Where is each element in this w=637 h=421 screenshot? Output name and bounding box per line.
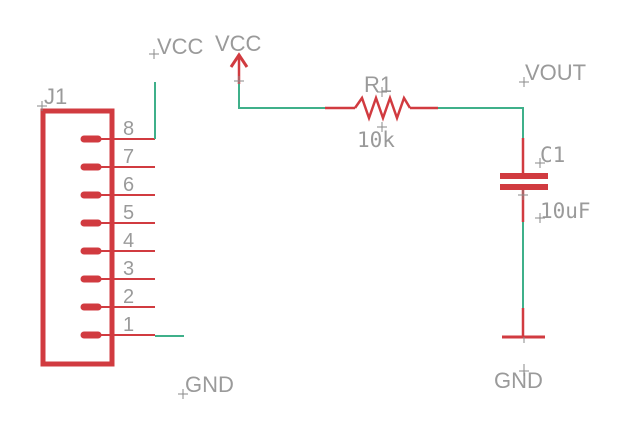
capacitor-c1[interactable]: C1 10uF xyxy=(500,138,591,223)
resistor-name-label: R1 xyxy=(364,72,392,97)
capacitor-plate-bottom xyxy=(500,184,548,190)
gnd-supply-symbol[interactable]: GND xyxy=(494,308,545,393)
pin-number-label: 7 xyxy=(123,146,134,168)
pin-number-label: 6 xyxy=(123,174,134,196)
vcc-supply-symbol[interactable]: VCC xyxy=(215,31,262,86)
gnd-net-label-origin xyxy=(178,389,188,399)
vout-label-origin xyxy=(519,77,529,87)
gnd-net-label: GND xyxy=(185,372,234,397)
wire-vcc-r1[interactable] xyxy=(238,84,325,109)
wire-r1-vout[interactable] xyxy=(438,107,524,138)
resistor-r1[interactable]: R1 10k xyxy=(325,72,438,152)
pin-number-label: 4 xyxy=(123,230,134,252)
vcc-net[interactable]: VCC xyxy=(149,34,204,139)
connector-pin-5[interactable]: 5 xyxy=(80,202,155,227)
connector-pin-8[interactable]: 8 xyxy=(80,118,155,143)
gnd-net[interactable]: GND xyxy=(155,335,234,399)
connector-name-label: J1 xyxy=(44,84,67,109)
vcc-net-label-origin xyxy=(149,49,159,59)
gnd-symbol-origin xyxy=(519,364,529,376)
connector-origin-marker xyxy=(37,101,47,111)
pin-number-label: 2 xyxy=(123,286,134,308)
connector-pin-7[interactable]: 7 xyxy=(80,146,155,171)
resistor-zigzag-icon xyxy=(353,94,412,122)
connector-pin-3[interactable]: 3 xyxy=(80,258,155,283)
connector-j1[interactable]: J1 8 7 6 5 4 3 2 1 xyxy=(37,84,155,367)
resistor-value-label: 10k xyxy=(357,128,395,152)
vcc-arrow-icon xyxy=(229,52,249,68)
vcc-net-label: VCC xyxy=(157,34,204,59)
pin-number-label: 1 xyxy=(123,314,134,336)
gnd-symbol-label: GND xyxy=(494,368,543,393)
vcc-symbol-label: VCC xyxy=(215,31,262,56)
pin-number-label: 8 xyxy=(123,118,134,140)
capacitor-origin-marker xyxy=(518,158,545,223)
pin-number-label: 5 xyxy=(123,202,134,224)
pin-number-label: 3 xyxy=(123,258,134,280)
connector-pin-1[interactable]: 1 xyxy=(80,314,155,339)
connector-pin-2[interactable]: 2 xyxy=(80,286,155,311)
vout-net-label: VOUT xyxy=(525,60,586,85)
capacitor-plate-top xyxy=(500,173,548,179)
connector-pin-6[interactable]: 6 xyxy=(80,174,155,199)
resistor-origin-marker xyxy=(377,87,387,132)
connector-body xyxy=(40,108,115,367)
capacitor-value-label: 10uF xyxy=(540,199,591,223)
connector-pins: 8 7 6 5 4 3 2 1 xyxy=(80,118,155,339)
connector-pin-4[interactable]: 4 xyxy=(80,230,155,255)
